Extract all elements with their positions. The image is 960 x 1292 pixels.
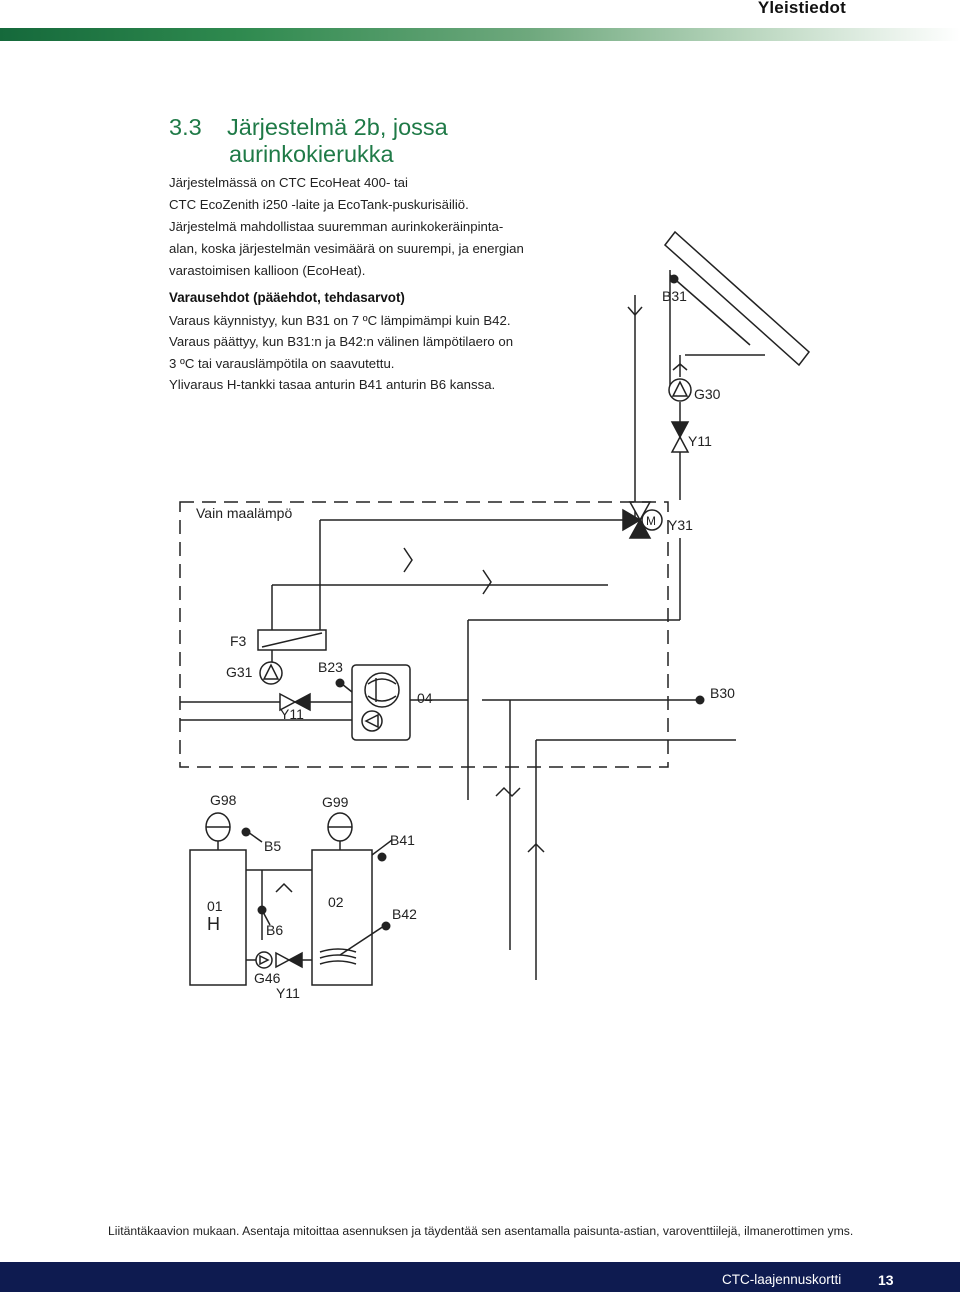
label-f3: F3 <box>230 633 247 649</box>
label-b5: B5 <box>264 838 281 854</box>
intro-paragraph: Järjestelmässä on CTC EcoHeat 400- tai C… <box>169 175 524 278</box>
conditions-title: Varausehdot (pääehdot, tehdasarvot) <box>169 290 405 305</box>
label-b30: B30 <box>710 685 735 701</box>
label-tank-02: 02 <box>328 894 344 910</box>
page-number: 13 <box>878 1272 894 1288</box>
label-b31: B31 <box>662 288 687 304</box>
label-b23: B23 <box>318 659 343 675</box>
solar-collector <box>663 230 811 367</box>
label-g46: G46 <box>254 970 281 986</box>
label-y11-heatpump: Y11 <box>280 706 304 722</box>
label-b6: B6 <box>266 922 283 938</box>
label-tank-01: 01 <box>207 898 223 914</box>
label-dashed-box: Vain maalämpö <box>196 505 292 521</box>
label-motor: M <box>646 514 656 528</box>
label-g30: G30 <box>694 386 721 402</box>
footer-bar <box>0 1262 960 1292</box>
conditions-text: Varaus käynnistyy, kun B31 on 7 ºC lämpi… <box>169 313 514 393</box>
label-y11-bottom: Y11 <box>276 985 300 1001</box>
label-b42: B42 <box>392 906 417 922</box>
section-heading: 3.3 Järjestelmä 2b, jossa aurinkokierukka <box>169 114 589 168</box>
section-tag: Yleistiedot <box>757 0 846 17</box>
label-y11-solar: Y11 <box>688 433 712 449</box>
label-b41: B41 <box>390 832 415 848</box>
heading-line1: Järjestelmä 2b, jossa <box>227 114 448 140</box>
label-unit-04: 04 <box>417 690 433 706</box>
header-gradient-bar <box>0 28 960 41</box>
label-g98: G98 <box>210 792 237 808</box>
label-y31: Y31 <box>668 517 693 533</box>
label-g99: G99 <box>322 794 349 810</box>
heading-number: 3.3 <box>169 114 202 140</box>
label-g31: G31 <box>226 664 253 680</box>
dashed-box-ground-source <box>179 501 669 768</box>
tank-02 <box>311 849 373 986</box>
footer-title: CTC-laajennuskortti <box>722 1272 842 1287</box>
label-tank-01-letter: H <box>207 914 220 934</box>
tank-01-h <box>189 849 247 986</box>
footnote: Liitäntäkaavion mukaan. Asentaja mitoitt… <box>108 1224 854 1238</box>
heading-line2: aurinkokierukka <box>229 141 394 167</box>
